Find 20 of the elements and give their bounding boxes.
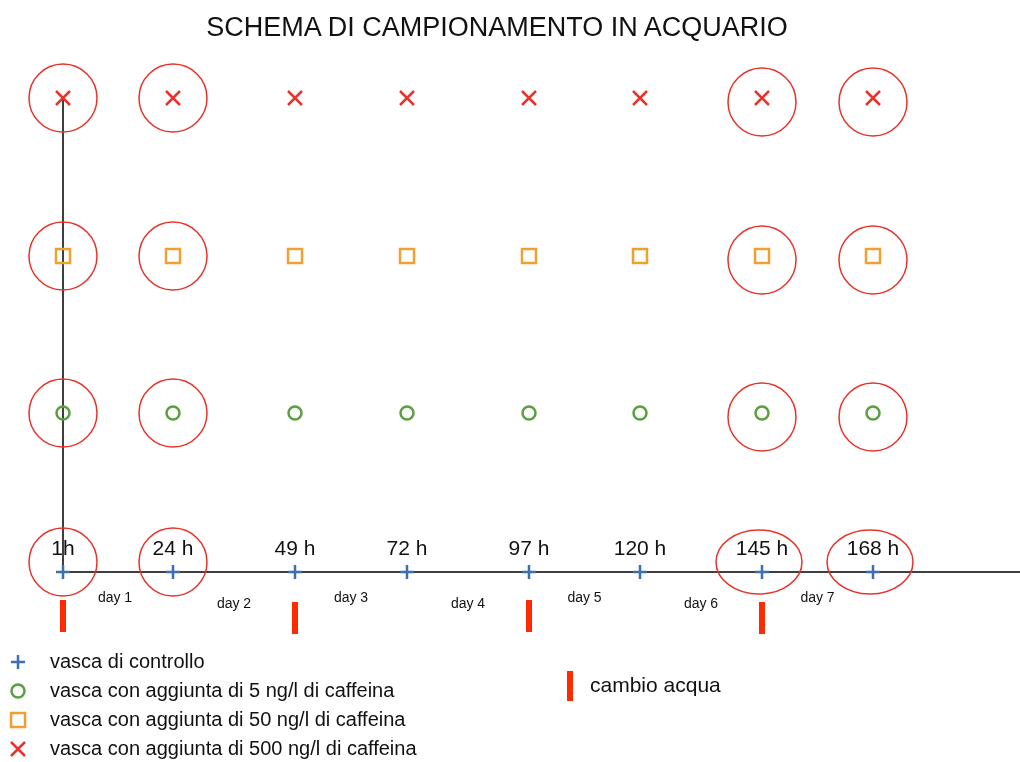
day-label: day 1	[97, 589, 133, 605]
day-label: day 3	[333, 589, 369, 605]
time-label: 145 h	[735, 536, 789, 560]
day-label: day 4	[450, 595, 486, 611]
time-label: 97 h	[508, 536, 550, 560]
time-label: 168 h	[846, 536, 900, 560]
legend-text: vasca con aggiunta di 50 ng/l di caffeina	[50, 708, 406, 731]
day-label: day 7	[800, 589, 835, 605]
time-label: 120 h	[613, 536, 667, 560]
legend-text: vasca con aggiunta di 500 ng/l di caffeina	[50, 737, 417, 760]
legend-text: cambio acqua	[590, 673, 721, 697]
legend-text: vasca con aggiunta di 5 ng/l di caffeina	[50, 679, 395, 702]
legend-text: vasca di controllo	[50, 650, 205, 673]
time-label: 24 h	[152, 536, 194, 560]
time-label: 49 h	[274, 536, 316, 560]
day-label: day 2	[216, 595, 252, 611]
day-label: day 6	[683, 595, 719, 611]
day-label: day 5	[567, 589, 602, 605]
time-label: 72 h	[386, 536, 428, 560]
title: SCHEMA DI CAMPIONAMENTO IN ACQUARIO	[206, 12, 788, 43]
